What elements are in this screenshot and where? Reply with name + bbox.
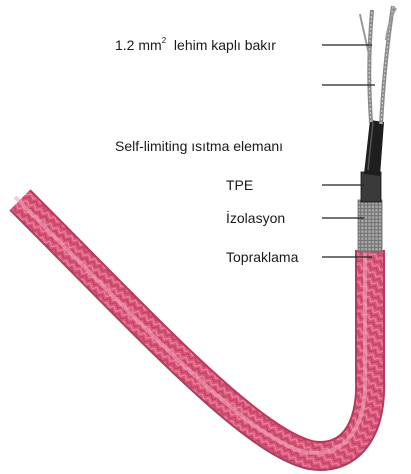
- heating-core: [364, 120, 384, 176]
- conductor-strand-right: [381, 6, 393, 124]
- conductor-rest: lehim kaplı bakır: [174, 37, 276, 53]
- label-insulation: İzolasyon: [226, 210, 285, 226]
- conductor-text: 1.2 mm: [115, 37, 162, 53]
- conductor-sup: 2: [162, 36, 166, 45]
- label-tpe: TPE: [226, 177, 253, 193]
- label-grounding: Topraklama: [226, 249, 298, 265]
- tpe-layer: [361, 172, 381, 202]
- label-conductor: 1.2 mm2 lehim kaplı bakır: [115, 37, 276, 53]
- grounding-braid: [358, 200, 382, 252]
- label-heating-element: Self-limiting ısıtma elemanı: [115, 138, 283, 154]
